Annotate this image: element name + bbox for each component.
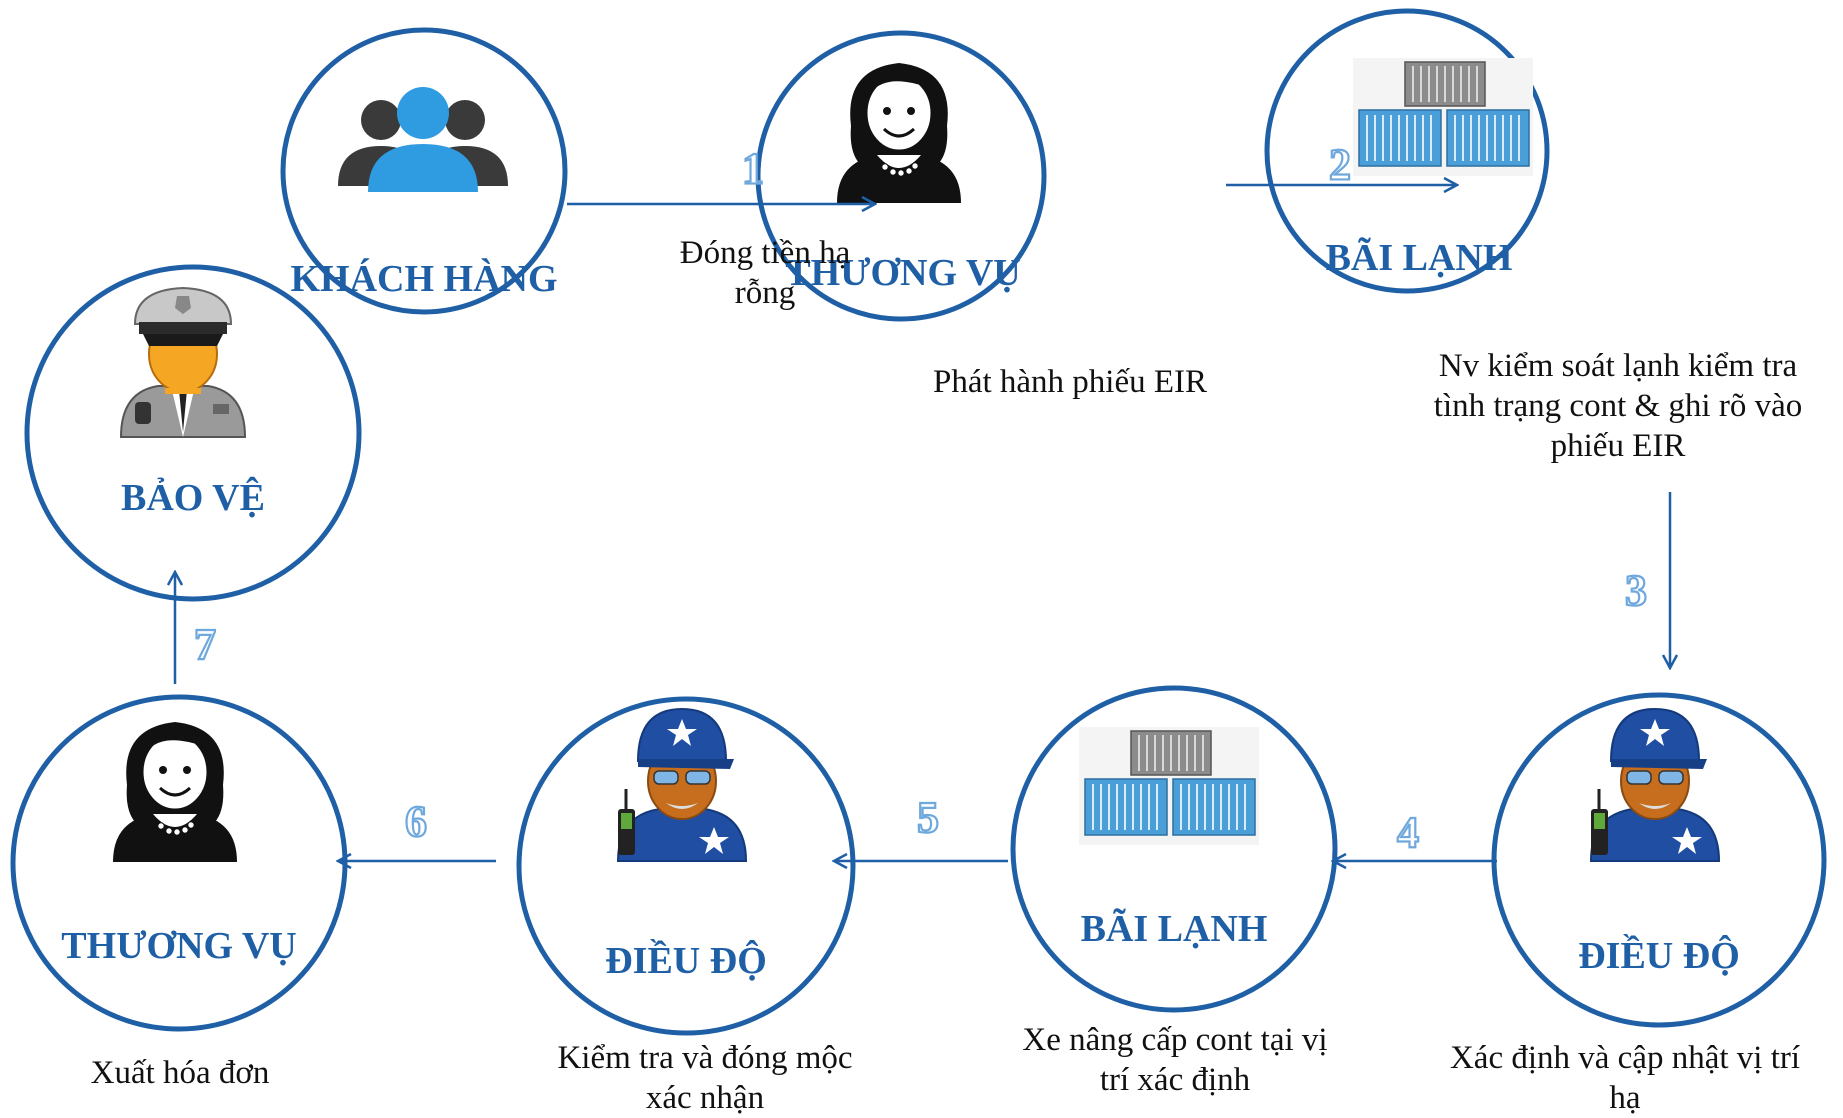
- node-title: ĐIỀU ĐỘ: [605, 939, 767, 982]
- node-title: KHÁCH HÀNG: [290, 258, 557, 300]
- containers-icon: [1078, 726, 1260, 846]
- caption-line: Nv kiểm soát lạnh kiểm tra: [1438, 348, 1798, 384]
- step-number-3: 3: [1625, 566, 1647, 615]
- caption-line: phiếu EIR: [1550, 428, 1686, 464]
- node-khach-hang: KHÁCH HÀNG: [280, 27, 568, 315]
- node-bao-ve: BẢO VỆ: [24, 264, 362, 602]
- caption-line: Xe nâng cấp cont tại vị: [1022, 1022, 1328, 1058]
- step-number-5: 5: [917, 793, 939, 842]
- caption-line: trí xác định: [1099, 1062, 1251, 1098]
- caption-dieu-do-left: Kiểm tra và đóng mộc xác nhận: [505, 1038, 905, 1118]
- node-bai-lanh-top: BÃI LẠNH: [1264, 8, 1550, 294]
- caption-line: Kiểm tra và đóng mộc: [557, 1040, 853, 1076]
- caption-thuong-vu-bottom: Xuất hóa đơn: [60, 1053, 300, 1093]
- node-title: BÃI LẠNH: [1081, 908, 1268, 950]
- node-title: BẢO VỆ: [121, 477, 265, 519]
- node-title: THƯƠNG VỤ: [61, 925, 296, 967]
- step-number-7: 7: [194, 620, 216, 669]
- node-thuong-vu-bottom: THƯƠNG VỤ: [10, 694, 348, 1032]
- caption-line: hạ: [1609, 1080, 1641, 1116]
- node-circle: [516, 696, 856, 1036]
- caption-line: Xác định và cập nhật vị trí: [1449, 1040, 1801, 1076]
- caption-step-1: Đóng tiền hạ rỗng: [640, 233, 890, 313]
- node-title: BÃI LẠNH: [1326, 237, 1513, 279]
- step-number-2: 2: [1329, 140, 1351, 189]
- caption-line: tình trạng cont & ghi rõ vào: [1433, 388, 1803, 424]
- caption-bai-lanh-top: Nv kiểm soát lạnh kiểm tra tình trạng co…: [1393, 346, 1843, 466]
- node-dieu-do-left: ĐIỀU ĐỘ: [516, 696, 856, 1036]
- step-number-4: 4: [1397, 808, 1419, 857]
- node-title: THƯƠNG VỤ: [785, 252, 1020, 294]
- caption-line: Xuất hóa đơn: [90, 1055, 270, 1091]
- node-bai-lanh-bottom: BÃI LẠNH: [1010, 685, 1338, 1013]
- node-dieu-do-right: ĐIỀU ĐỘ: [1491, 692, 1827, 1028]
- node-title: ĐIỀU ĐỘ: [1578, 934, 1740, 977]
- caption-line: xác nhận: [645, 1080, 765, 1116]
- caption-line: Đóng tiền hạ: [679, 235, 851, 271]
- containers-icon: [1352, 57, 1534, 177]
- caption-dieu-do-right: Xác định và cập nhật vị trí hạ: [1410, 1038, 1840, 1118]
- step-number-1: 1: [742, 144, 764, 193]
- caption-bai-lanh-bottom: Xe nâng cấp cont tại vị trí xác định: [975, 1020, 1375, 1100]
- caption-thuong-vu-top: Phát hành phiếu EIR: [880, 362, 1260, 402]
- caption-line: rỗng: [734, 275, 796, 311]
- caption-line: Phát hành phiếu EIR: [932, 364, 1208, 400]
- step-number-6: 6: [405, 797, 427, 846]
- node-thuong-vu-top: THƯƠNG VỤ: [755, 30, 1047, 322]
